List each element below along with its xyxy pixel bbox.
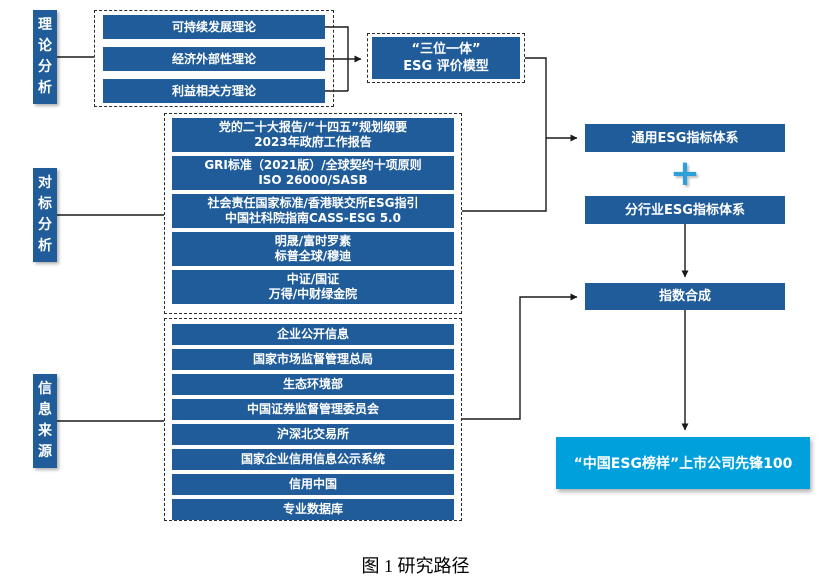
benchmark-box-line: 社会责任国家标准/香港联交所ESG指引 <box>207 196 419 210</box>
trinity-esg-model-box: “三位一体” ESG 评价模型 <box>372 37 520 79</box>
trinity-model-line1: “三位一体” <box>411 42 481 57</box>
benchmark-box-line: 中证/国证 <box>286 272 340 286</box>
theory-box-sustainable-development: 可持续发展理论 <box>103 15 325 39</box>
source-box-professional-database: 专业数据库 <box>172 499 454 520</box>
benchmark-box-line: 明晟/富时罗素 <box>274 234 352 248</box>
source-box-csrc: 中国证券监督管理委员会 <box>172 399 454 420</box>
section-label-theory-analysis: 理论分析 <box>33 10 57 104</box>
index-synthesis-box: 指数合成 <box>585 283 785 310</box>
benchmark-box-line: 2023年政府工作报告 <box>254 135 372 149</box>
benchmark-box-msci-ftse: 明晟/富时罗素 标普全球/穆迪 <box>172 232 454 266</box>
source-box-ecology-environment: 生态环境部 <box>172 374 454 395</box>
benchmark-box-csi-wind: 中证/国证 万得/中财绿金院 <box>172 270 454 304</box>
figure-caption: 图 1 研究路径 <box>361 556 470 576</box>
industry-esg-system-box: 分行业ESG指标体系 <box>585 196 785 224</box>
source-box-market-regulation: 国家市场监督管理总局 <box>172 349 454 370</box>
general-esg-system-box: 通用ESG指标体系 <box>585 124 785 152</box>
benchmark-box-gri-iso: GRI标准（2021版）/全球契约十项原则 ISO 26000/SASB <box>172 156 454 190</box>
benchmark-box-party-report: 党的二十大报告/“十四五”规划纲要 2023年政府工作报告 <box>172 118 454 152</box>
trinity-model-line2: ESG 评价模型 <box>403 59 489 74</box>
benchmark-box-line: 党的二十大报告/“十四五”规划纲要 <box>218 120 408 134</box>
source-box-credit-publicity-system: 国家企业信用信息公示系统 <box>172 449 454 470</box>
source-group-frame <box>164 318 462 521</box>
trinity-model-frame <box>367 33 525 83</box>
benchmark-box-line: GRI标准（2021版）/全球契约十项原则 <box>204 158 422 172</box>
arrow-sources-to-synthesis <box>462 293 578 420</box>
benchmark-box-line: ISO 26000/SASB <box>258 173 368 187</box>
benchmark-box-national-standard: 社会责任国家标准/香港联交所ESG指引 中国社科院指南CASS-ESG 5.0 <box>172 194 454 228</box>
theory-box-stakeholder: 利益相关方理论 <box>103 79 325 103</box>
china-esg-pioneer-100-box: “中国ESG榜样”上市公司先锋100 <box>556 437 810 489</box>
theory-group-frame <box>94 10 334 107</box>
theory-box-economic-externality: 经济外部性理论 <box>103 47 325 71</box>
plus-icon: + <box>669 153 701 194</box>
section-label-benchmark-analysis: 对标分析 <box>33 168 57 262</box>
benchmark-box-line: 中国社科院指南CASS-ESG 5.0 <box>225 211 401 225</box>
benchmark-box-line: 万得/中财绿金院 <box>268 287 358 301</box>
source-box-stock-exchanges: 沪深北交易所 <box>172 424 454 445</box>
benchmark-group-frame <box>164 113 462 314</box>
source-box-credit-china: 信用中国 <box>172 474 454 495</box>
benchmark-box-line: 标普全球/穆迪 <box>274 249 352 263</box>
source-box-public-info: 企业公开信息 <box>172 324 454 345</box>
section-label-information-source: 信息来源 <box>33 374 57 468</box>
